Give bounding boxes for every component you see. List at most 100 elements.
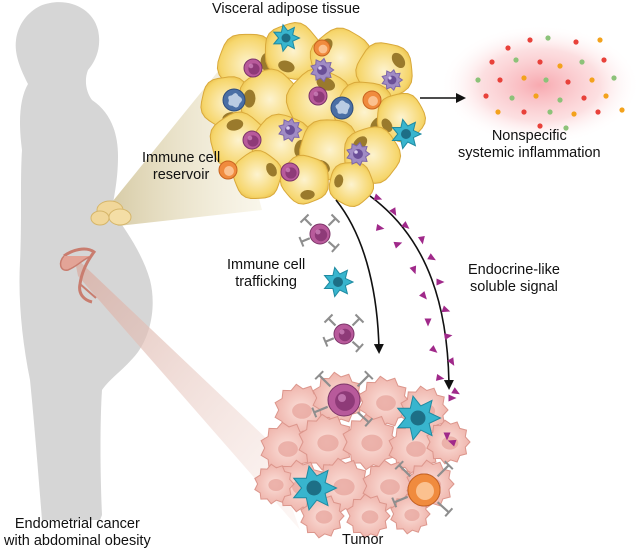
patient-line-2: with abdominal obesity	[4, 533, 151, 549]
inflammation-dot	[505, 45, 511, 51]
t-cell-icon	[311, 370, 374, 427]
inflammation-dots	[475, 35, 625, 131]
trafficking-cells	[298, 213, 365, 353]
soluble-signal-icon	[424, 318, 432, 327]
inflammation-dot	[533, 93, 539, 99]
neutrophil-icon	[362, 90, 382, 110]
macrophage-icon	[330, 96, 354, 120]
inflammation-dot	[557, 63, 563, 69]
soluble-signal-icon	[393, 241, 403, 249]
soluble-signal-icon	[441, 305, 451, 313]
visceral-fat-icon	[90, 200, 132, 226]
inflammation-dot	[537, 59, 543, 65]
reservoir-line-2: reservoir	[152, 167, 210, 183]
inflammation-dot	[571, 111, 577, 117]
inflammation-dot	[509, 95, 515, 101]
eosinophil-icon	[346, 141, 371, 167]
tumor-zoom-beam	[74, 256, 300, 530]
soluble-signal-icon	[373, 193, 460, 413]
inflammation-dot	[579, 59, 585, 65]
soluble-signal-icon	[427, 253, 436, 261]
t-cell-icon	[243, 58, 263, 78]
trafficking-line-1: Immune cell	[227, 257, 306, 273]
trafficking-label: Immune cell trafficking	[227, 257, 305, 291]
dendritic-cell-icon	[396, 394, 442, 442]
patient-label: Endometrial cancer with abdominal obesit…	[4, 516, 151, 550]
patient-line-1: Endometrial cancer	[14, 516, 140, 532]
inflammation-dot	[521, 109, 527, 115]
inflammation-dot	[573, 39, 579, 45]
inflammation-dot	[611, 75, 617, 81]
tumor-mass	[254, 370, 471, 539]
soluble-signal-icon	[417, 235, 425, 245]
endocrine-line-1: Endocrine-like	[468, 262, 560, 278]
inflammation-line-2: systemic inflammation	[458, 145, 601, 161]
inflammation-dot	[475, 77, 481, 83]
inflammation-dot	[497, 77, 503, 83]
dendritic-cell-icon	[272, 23, 301, 53]
t-cell-icon	[322, 313, 365, 353]
reservoir-label: Immune cell reservoir	[142, 150, 220, 184]
inflammation-glow	[440, 25, 640, 145]
inflammation-dot	[545, 35, 551, 41]
macrophage-icon	[222, 88, 246, 112]
t-cell-icon	[298, 213, 341, 253]
soluble-signal-icon	[401, 221, 410, 229]
neutrophil-icon	[313, 39, 331, 57]
neutrophil-icon	[218, 160, 238, 180]
soluble-signal-icon	[443, 432, 451, 441]
inflammation-dot	[547, 109, 553, 115]
adipocyte-icon	[328, 162, 374, 208]
eosinophil-icon	[310, 57, 335, 83]
inflammation-dot	[483, 93, 489, 99]
inflammation-dot	[527, 37, 533, 43]
eosinophil-icon	[381, 68, 404, 92]
soluble-signal-icon	[435, 373, 445, 381]
inflammation-dot	[581, 95, 587, 101]
endocrine-label: Endocrine-like soluble signal	[468, 262, 560, 296]
inflammation-dot	[597, 37, 603, 43]
inflammation-label: Nonspecific systemic inflammation	[458, 128, 601, 162]
t-cell-icon	[280, 162, 300, 182]
soluble-signal-icon	[419, 291, 427, 300]
dendritic-cell-icon	[391, 118, 423, 150]
woman-silhouette-icon	[15, 2, 153, 521]
trafficking-arrow	[335, 199, 384, 354]
dendritic-cell-icon	[323, 266, 355, 298]
uterus-icon	[59, 247, 97, 304]
inflammation-dot	[537, 123, 543, 129]
endocrine-line-2: soluble signal	[470, 279, 558, 295]
inflammation-dot	[513, 57, 519, 63]
inflammation-dot	[563, 125, 569, 131]
inflammation-dot	[601, 57, 607, 63]
inflammation-dot	[595, 109, 601, 115]
tumor-cell-icon	[426, 419, 471, 465]
soluble-signal-icon	[373, 193, 383, 201]
reservoir-line-1: Immune cell	[142, 150, 221, 166]
soluble-signal-icon	[447, 439, 457, 447]
inflammation-dot	[521, 75, 527, 81]
inflammation-dot	[557, 97, 563, 103]
t-cell-icon	[242, 130, 262, 150]
soluble-signal-icon	[443, 333, 453, 341]
soluble-signal-icon	[429, 345, 438, 353]
visceral-adipose-title: Visceral adipose tissue	[212, 1, 361, 17]
soluble-signal-icon	[409, 265, 417, 275]
tumor-cell-icon	[346, 493, 391, 539]
inflammation-dot	[603, 93, 609, 99]
adipocyte-icon	[232, 149, 283, 199]
inflammation-dot	[489, 59, 495, 65]
adipose-tissue-cluster	[200, 21, 427, 208]
neutrophil-nucleus	[416, 482, 434, 500]
soluble-signal-icon	[451, 387, 460, 395]
inflammation-line-1: Nonspecific	[491, 128, 567, 144]
inflammation-dot	[565, 79, 571, 85]
soluble-signal-icon	[448, 394, 457, 402]
soluble-signal-icon	[389, 207, 397, 216]
tumor-label: Tumor	[342, 532, 384, 548]
inflammation-dot	[589, 77, 595, 83]
soluble-signal-icon	[436, 278, 445, 286]
tumor-cell-icon	[254, 463, 295, 505]
tumor-cell-icon	[298, 413, 355, 471]
